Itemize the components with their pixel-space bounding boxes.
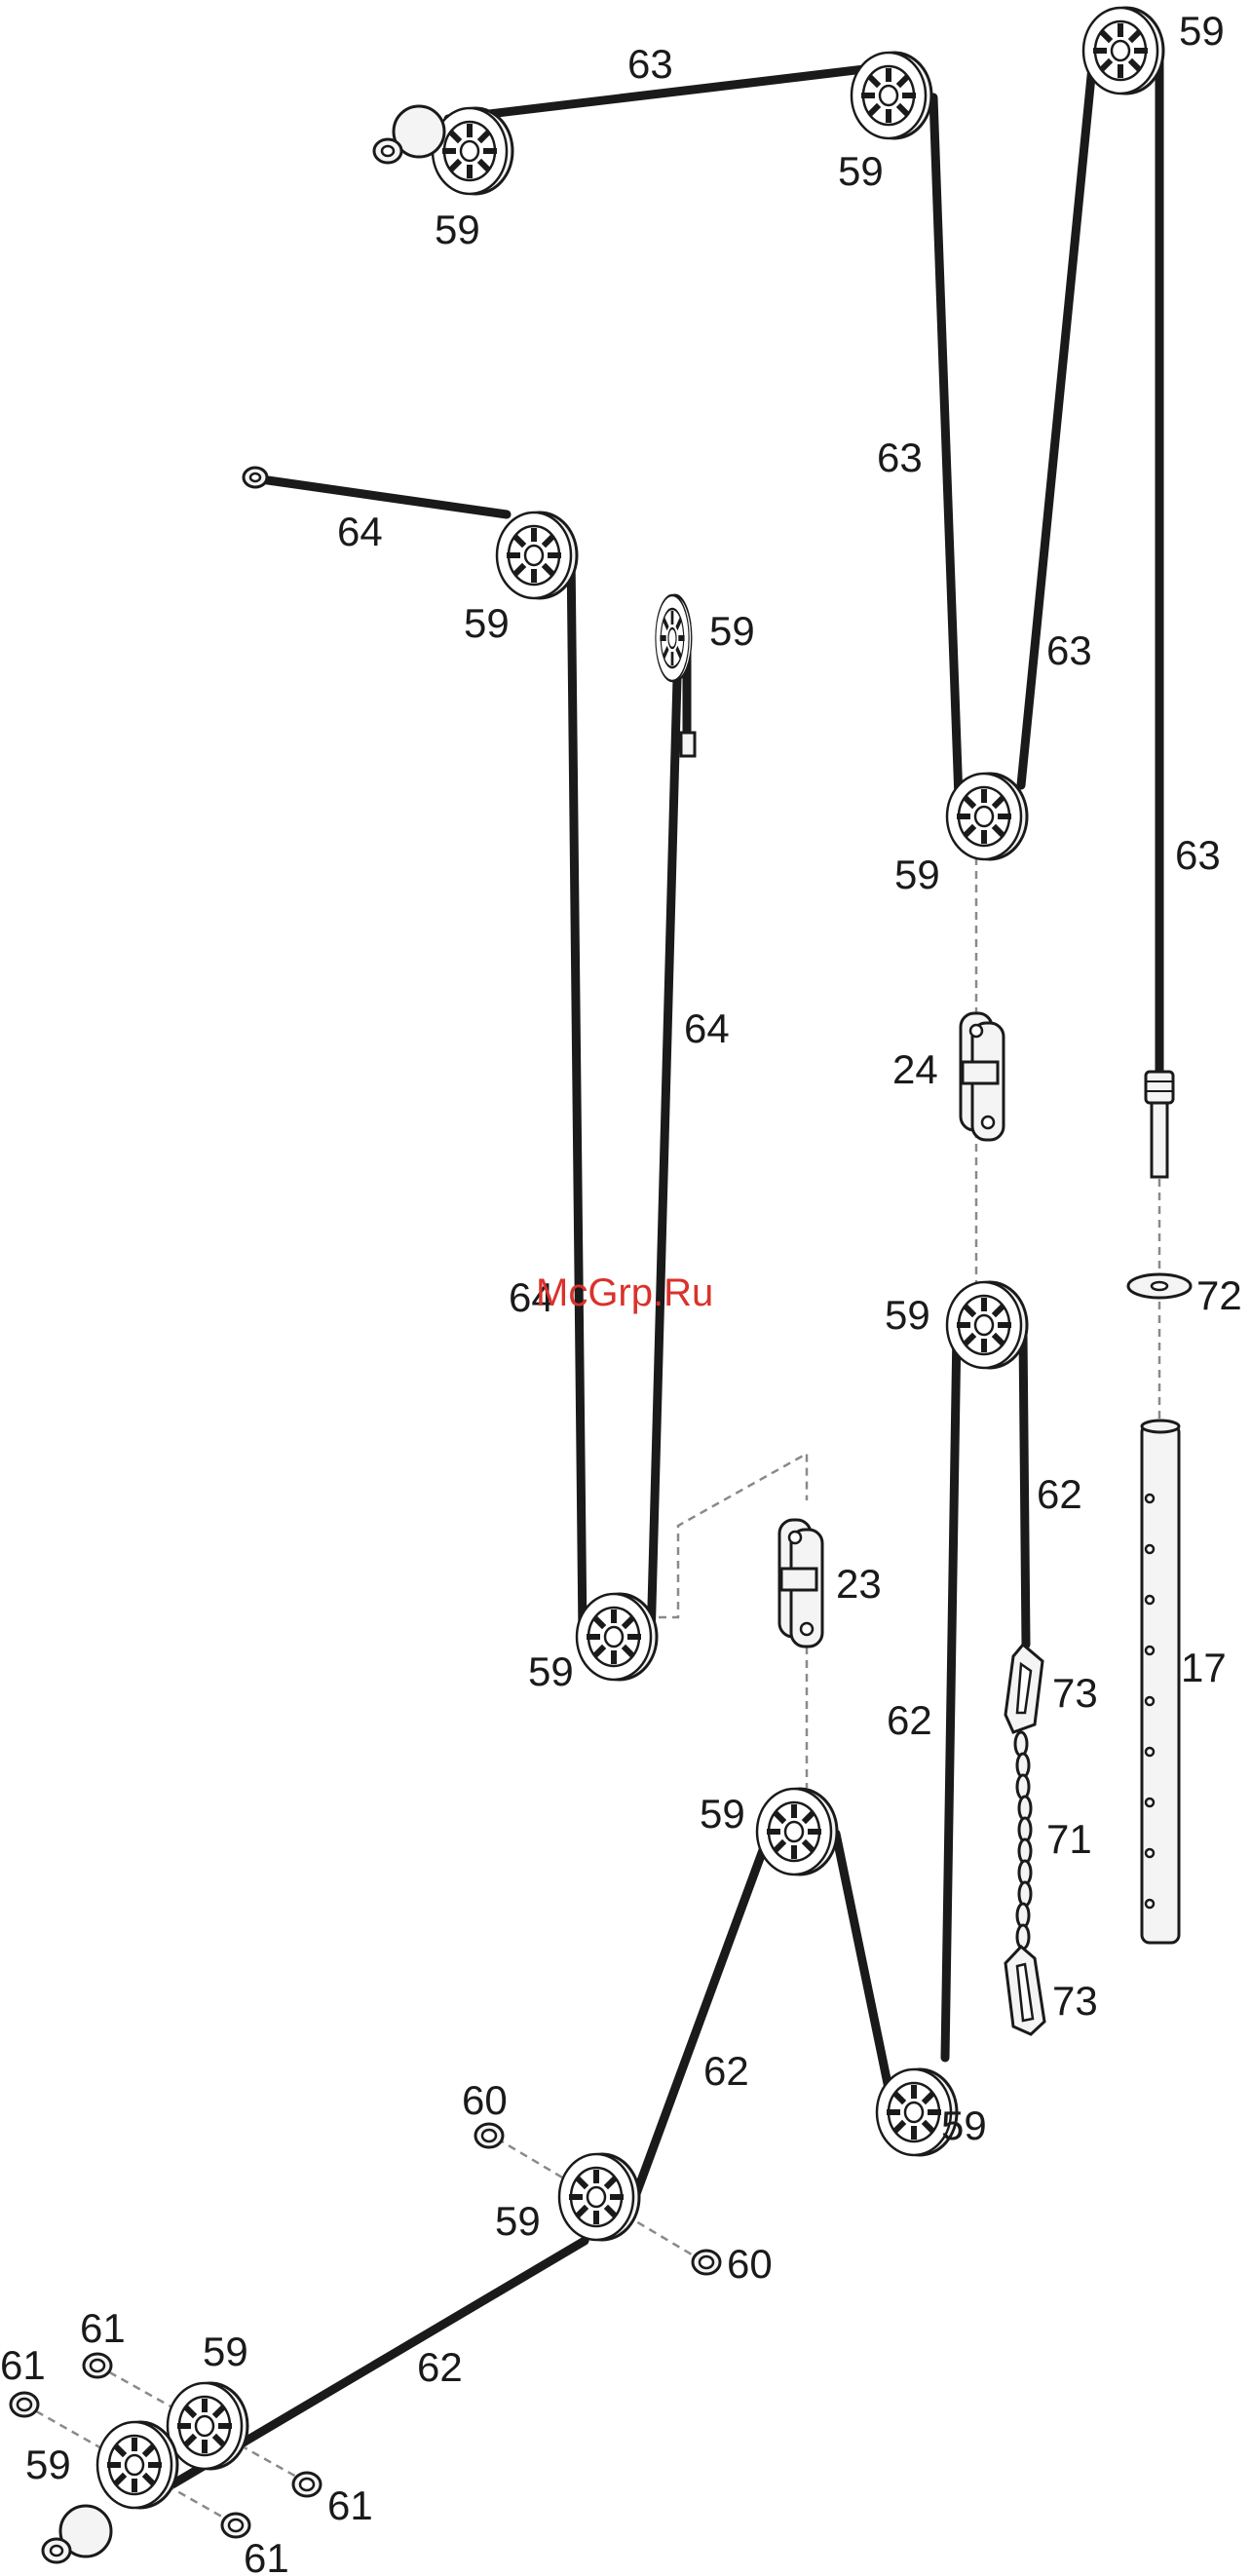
label-59-left-bottom: 59 — [528, 1648, 574, 1694]
label-64-right-vertical: 64 — [684, 1005, 730, 1051]
cap-61-top-left — [84, 2354, 111, 2377]
label-59-top-right: 59 — [1179, 8, 1225, 54]
label-59-right-lower-pulley: 59 — [885, 1292, 930, 1338]
snap-hook-73-upper — [1005, 1645, 1042, 1732]
cable-62-right-up — [945, 1330, 957, 2058]
eyelet-cable-64 — [244, 468, 267, 487]
cap-61-bottom — [222, 2514, 249, 2537]
bracket-24 — [961, 1013, 1004, 1140]
cable-end-stop — [1146, 1072, 1173, 1177]
pulley-bottom-upper — [168, 2383, 247, 2469]
label-60-lower: 60 — [727, 2241, 773, 2287]
label-72: 72 — [1196, 1272, 1242, 1318]
label-62-right-vertical: 62 — [887, 1697, 932, 1743]
label-59-top-left: 59 — [435, 207, 480, 252]
label-59-narrow-side: 59 — [709, 608, 755, 654]
label-23: 23 — [836, 1561, 882, 1607]
label-64-top: 64 — [337, 509, 383, 554]
pulley-top-middle — [852, 53, 931, 138]
ball-mount-bottom — [43, 2506, 111, 2562]
chain-71 — [1015, 1732, 1031, 1949]
label-59-right-bottom: 59 — [941, 2102, 987, 2148]
label-63-top: 63 — [627, 41, 673, 87]
cable-64-right-up — [651, 643, 678, 1642]
cap-60-lower — [693, 2251, 720, 2274]
label-63-right-vertical: 63 — [1175, 832, 1221, 878]
cap-60-upper — [475, 2124, 503, 2147]
label-24: 24 — [892, 1046, 938, 1092]
pulley-right-upper — [947, 774, 1027, 859]
label-73-lower: 73 — [1052, 1978, 1098, 2024]
label-59-right-upper-pulley: 59 — [894, 852, 940, 897]
cable-62-mid-down — [836, 1834, 891, 2102]
label-17: 17 — [1181, 1645, 1227, 1690]
pulley-left-bottom — [577, 1594, 657, 1680]
label-61-right: 61 — [327, 2482, 373, 2528]
label-59-bottom-upper: 59 — [203, 2329, 248, 2374]
pulley-top-right — [1083, 8, 1163, 94]
pulley-narrow-side — [656, 595, 692, 681]
label-62-lower: 62 — [417, 2344, 463, 2390]
pulley-center — [757, 1789, 837, 1875]
cap-61-right — [293, 2473, 321, 2496]
cable-64-left-down — [571, 551, 583, 1637]
cable-64-end-fitting — [681, 733, 695, 756]
pulley-bottom-lower — [97, 2422, 177, 2508]
cable-64-top — [261, 479, 507, 514]
cable-63-left-down — [933, 97, 960, 826]
label-59-lower-center: 59 — [495, 2198, 541, 2244]
label-59-center: 59 — [700, 1791, 745, 1837]
label-73-upper: 73 — [1052, 1670, 1098, 1716]
label-62-middle: 62 — [703, 2048, 749, 2094]
label-63-left-vertical: 63 — [877, 435, 923, 480]
cable-62-right-down — [1023, 1333, 1026, 1645]
label-61-bottom: 61 — [244, 2535, 289, 2576]
label-63-right-diagonal: 63 — [1046, 627, 1092, 673]
label-59-bottom-lower: 59 — [25, 2442, 71, 2487]
pulley-lower-center — [559, 2154, 639, 2240]
bracket-23 — [779, 1520, 822, 1647]
snap-hook-73-lower — [1005, 1947, 1044, 2034]
label-60-upper: 60 — [462, 2077, 508, 2123]
label-62-right-upper: 62 — [1037, 1471, 1082, 1517]
washer-72 — [1128, 1274, 1191, 1298]
watermark: McGrp.Ru — [536, 1271, 713, 1314]
cable-63-right-up — [1021, 47, 1094, 785]
label-61-top-left: 61 — [80, 2305, 126, 2351]
weight-tube-17 — [1142, 1421, 1179, 1943]
pulley-upper-left — [497, 512, 577, 598]
cap-61-far-left — [11, 2393, 38, 2416]
cable-62-mid-up — [633, 1832, 770, 2202]
pulley-top-left — [433, 108, 512, 194]
label-59-upper-left: 59 — [464, 600, 510, 646]
label-71: 71 — [1046, 1816, 1092, 1862]
pulley-right-lower — [947, 1282, 1027, 1368]
label-61-far-left: 61 — [0, 2342, 46, 2388]
label-59-top-middle: 59 — [838, 148, 884, 194]
